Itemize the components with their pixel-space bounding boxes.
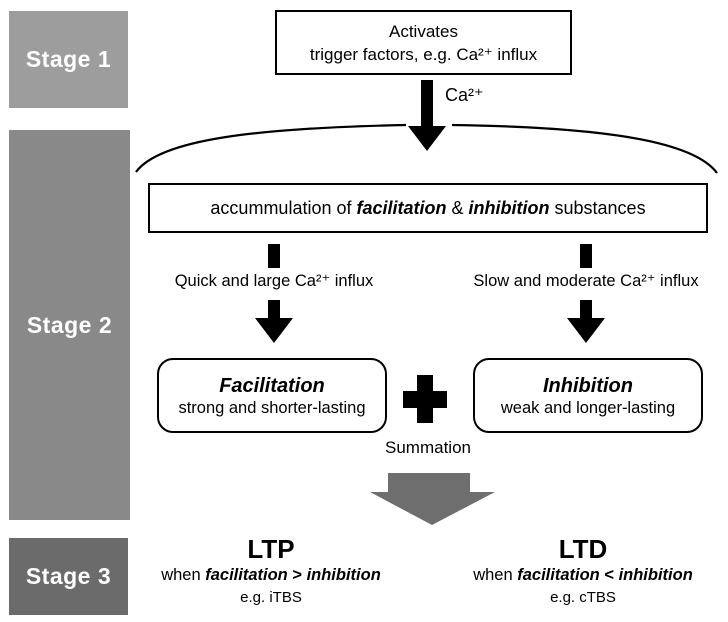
activates-trigger-box: Activates trigger factors, e.g. Ca²⁺ inf… (275, 10, 572, 75)
ltd-title: LTD (558, 534, 608, 564)
ltp-condition: when facilitation > inhibition (138, 564, 404, 587)
accumulation-connector: & (446, 197, 469, 218)
stage-2-label: Stage 2 (26, 311, 113, 338)
left-branch-arrow-shaft (268, 300, 280, 319)
left-branch-arrow-head (255, 318, 293, 343)
stage-1-band: Stage 1 (9, 11, 128, 108)
inhibition-subtitle: weak and longer-lasting (500, 398, 676, 417)
ca-influx-arrow-head (408, 126, 446, 151)
ltp-inhibition-term: inhibition (306, 566, 381, 584)
facilitation-term: facilitation (356, 197, 447, 218)
ltp-outcome: LTP when facilitation > inhibition e.g. … (138, 534, 404, 608)
summation-arrow-icon (370, 473, 495, 525)
right-branch-arrow-shaft (580, 300, 592, 319)
inhibition-title: Inhibition (543, 374, 633, 397)
ltd-inhibition-term: inhibition (618, 566, 693, 584)
ltd-facilitation-term: facilitation (517, 566, 600, 584)
ltp-when-prefix: when (161, 566, 206, 584)
ltp-title: LTP (247, 534, 295, 564)
ltd-example: e.g. cTBS (550, 589, 616, 606)
facilitation-subtitle: strong and shorter-lasting (178, 398, 366, 417)
stage-3-label: Stage 3 (25, 563, 112, 589)
ca-influx-arrow-label: Ca²⁺ (445, 85, 484, 105)
activates-line: Activates (389, 21, 458, 41)
summation-label: Summation (385, 438, 471, 457)
ltd-outcome: LTD when facilitation < inhibition e.g. … (448, 534, 718, 608)
right-branch-label: Slow and moderate Ca²⁺ influx (473, 272, 699, 290)
ltd-comparator: < (599, 566, 619, 584)
left-branch-bar (268, 244, 280, 268)
brace-curve (135, 123, 718, 174)
stage-3-band: Stage 3 (9, 538, 128, 615)
left-branch-label: Quick and large Ca²⁺ influx (174, 272, 374, 290)
trigger-factors-line: trigger factors, e.g. Ca²⁺ influx (309, 44, 538, 64)
accumulation-prefix: accummulation of (210, 197, 357, 218)
facilitation-box: Facilitation strong and shorter-lasting (157, 358, 387, 433)
ltd-condition: when facilitation < inhibition (448, 564, 718, 587)
accumulation-text: accummulation of facilitation & inhibiti… (210, 198, 645, 219)
accumulation-suffix: substances (549, 197, 646, 218)
accumulation-box: accummulation of facilitation & inhibiti… (148, 183, 708, 233)
plus-icon (403, 375, 447, 423)
inhibition-box: Inhibition weak and longer-lasting (473, 358, 703, 433)
right-branch-arrow-head (567, 318, 605, 343)
ca-influx-arrow-shaft (421, 80, 433, 127)
stage-2-band: Stage 2 (9, 130, 130, 520)
ltp-facilitation-term: facilitation (205, 566, 288, 584)
ltp-example: e.g. iTBS (240, 589, 302, 606)
facilitation-title: Facilitation (219, 374, 325, 397)
brace-right-half (451, 123, 718, 174)
ltd-when-prefix: when (473, 566, 518, 584)
brace-left-half (135, 123, 407, 173)
right-branch-bar (580, 244, 592, 268)
stage-1-label: Stage 1 (25, 46, 112, 72)
inhibition-term: inhibition (468, 197, 550, 218)
ltp-comparator: > (287, 566, 307, 584)
